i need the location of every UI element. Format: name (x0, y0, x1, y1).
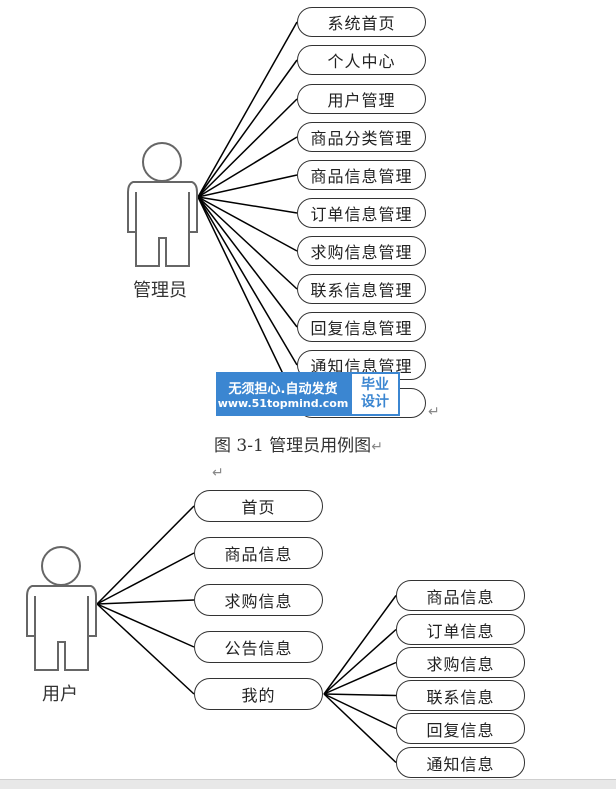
association-line (323, 661, 397, 695)
use-case-announcements[interactable]: 公告信息 (194, 631, 323, 663)
figure-caption: 图 3-1 管理员用例图↵ (214, 431, 383, 456)
association-line (96, 599, 195, 605)
use-case-reply-management[interactable]: 回复信息管理 (297, 312, 426, 342)
association-line (323, 693, 397, 730)
association-line (197, 136, 298, 198)
association-line (197, 196, 298, 366)
association-line (197, 196, 298, 328)
association-line (323, 693, 397, 697)
association-line (197, 59, 298, 198)
watermark-badge-line2: 设计 (361, 394, 389, 410)
watermark-badge: 毕业 设计 (350, 372, 400, 416)
watermark-badge-line1: 毕业 (361, 377, 389, 393)
association-line (197, 196, 298, 252)
watermark-logo: 无须担心.自动发货 www.51topmind.com 毕业 设计 (216, 372, 400, 416)
use-case-contact-management[interactable]: 联系信息管理 (297, 274, 426, 304)
sub-use-case-replies[interactable]: 回复信息 (396, 713, 525, 744)
admin-actor-icon (127, 142, 198, 267)
use-case-purchase-request-management[interactable]: 求购信息管理 (297, 236, 426, 266)
use-case-user-management[interactable]: 用户管理 (297, 84, 426, 114)
association-line (96, 505, 195, 605)
association-line (323, 595, 397, 695)
use-case-purchase-requests[interactable]: 求购信息 (194, 584, 323, 616)
paragraph-mark: ↵ (428, 404, 440, 420)
association-line (197, 196, 298, 404)
paragraph-mark: ↵ (371, 439, 383, 455)
association-line (96, 603, 195, 695)
watermark-slogan: 无须担心.自动发货 (228, 382, 338, 397)
admin-actor-label: 管理员 (133, 280, 187, 301)
use-case-notice-management[interactable]: 通知信息管理 (297, 350, 426, 380)
sub-use-case-purchase-requests[interactable]: 求购信息 (396, 647, 525, 678)
use-case-mine[interactable]: 我的 (194, 678, 323, 710)
watermark-url: www.51topmind.com (217, 397, 349, 410)
caption-text: 图 3-1 管理员用例图 (214, 436, 372, 456)
association-line (96, 603, 195, 648)
use-case-category-management[interactable]: 商品分类管理 (297, 122, 426, 152)
use-case-home[interactable]: 首页 (194, 490, 323, 522)
user-actor-label: 用户 (42, 684, 78, 705)
sub-use-case-orders[interactable]: 订单信息 (396, 614, 525, 645)
association-line (96, 552, 195, 605)
association-line (197, 21, 298, 198)
association-line (323, 628, 397, 695)
use-case-products[interactable]: 商品信息 (194, 537, 323, 569)
paragraph-mark: ↵ (212, 465, 224, 481)
bottom-scroll-bar[interactable] (0, 779, 616, 789)
association-line (323, 693, 397, 764)
association-line (197, 196, 298, 214)
use-case-product-management[interactable]: 商品信息管理 (297, 160, 426, 190)
admin-association-lines (197, 21, 298, 404)
user-actor-icon (26, 546, 97, 671)
association-line (197, 98, 298, 198)
association-line (197, 174, 298, 198)
use-case-order-management[interactable]: 订单信息管理 (297, 198, 426, 228)
use-case-system-home[interactable]: 系统首页 (297, 7, 426, 37)
my-association-lines (323, 595, 397, 764)
sub-use-case-products[interactable]: 商品信息 (396, 580, 525, 611)
user-association-lines (96, 505, 195, 695)
sub-use-case-notices[interactable]: 通知信息 (396, 747, 525, 778)
sub-use-case-contacts[interactable]: 联系信息 (396, 680, 525, 711)
watermark-text-block: 无须担心.自动发货 www.51topmind.com (216, 372, 350, 416)
use-case-personal-center[interactable]: 个人中心 (297, 45, 426, 75)
association-line (197, 196, 298, 290)
